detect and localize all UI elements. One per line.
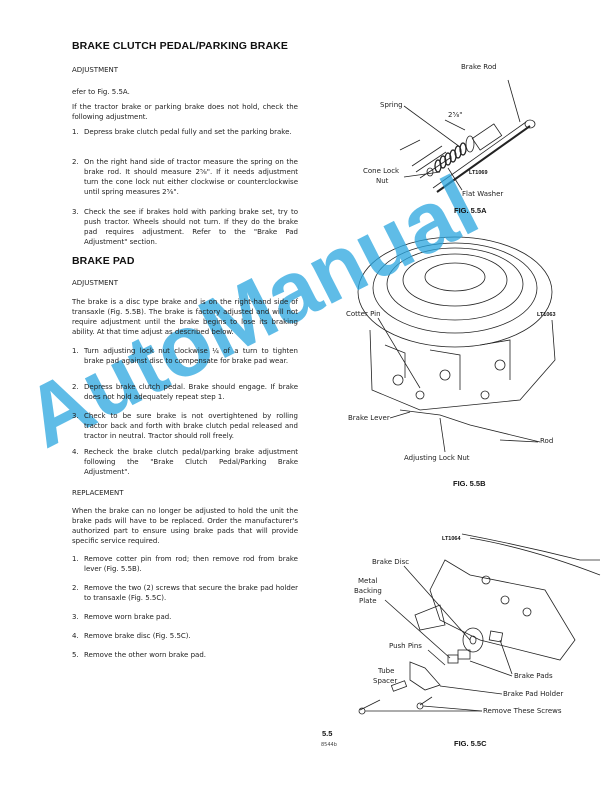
list-item: 5.Remove the other worn brake pad.	[72, 651, 206, 659]
section-subtitle: REPLACEMENT	[72, 489, 124, 497]
label-cotter-pin: Cotter Pin	[346, 310, 381, 318]
label-spacer: Spacer	[373, 677, 398, 685]
list-item: 4.Remove brake disc (Fig. 5.5C).	[72, 632, 191, 640]
label-brake-pads: Brake Pads	[514, 672, 553, 680]
section-title: BRAKE CLUTCH PEDAL/PARKING BRAKE	[72, 40, 288, 52]
list-item-text: Remove brake disc (Fig. 5.5C).	[84, 632, 191, 640]
list-item-text: Depress brake clutch pedal. Brake should…	[84, 383, 298, 401]
list-item-text: Recheck the brake clutch pedal/parking b…	[84, 448, 298, 476]
list-item-text: Remove cotter pin from rod; then remove …	[84, 555, 298, 573]
label-adjusting-lock-nut: Adjusting Lock Nut	[404, 454, 470, 462]
figure-code: LT1064	[442, 536, 461, 542]
doc-code: 8544b	[321, 742, 337, 748]
list-item: 3.Check the see if brakes hold with park…	[72, 208, 298, 246]
list-item: 1.Remove cotter pin from rod; then remov…	[72, 555, 298, 573]
list-item-text: Depress brake clutch pedal fully and set…	[84, 128, 292, 136]
figure-caption: FIG. 5.5C	[454, 739, 487, 748]
label-rod: Rod	[540, 437, 554, 445]
list-item-text: Check the see if brakes hold with parkin…	[84, 208, 298, 246]
list-item: 2.On the right hand side of tractor meas…	[72, 158, 298, 196]
paragraph: When the brake can no longer be adjusted…	[72, 507, 298, 545]
label-tube: Tube	[378, 667, 395, 675]
figure-caption: FIG. 5.5B	[453, 479, 486, 488]
page-number: 5.5	[322, 729, 333, 738]
label-nut: Nut	[376, 177, 389, 185]
list-item: 2.Depress brake clutch pedal. Brake shou…	[72, 383, 298, 401]
list-item: 4.Recheck the brake clutch pedal/parking…	[72, 448, 298, 476]
list-item: 2.Remove the two (2) screws that secure …	[72, 584, 298, 602]
paragraph: If the tractor brake or parking brake do…	[72, 103, 298, 121]
label-brake-lever: Brake Lever	[348, 414, 390, 422]
figure-caption: FIG. 5.5A	[454, 206, 487, 215]
label-brake-rod: Brake Rod	[461, 63, 497, 71]
paragraph: efer to Fig. 5.5A.	[72, 88, 130, 96]
list-item-text: Remove the two (2) screws that secure th…	[84, 584, 298, 602]
list-item-text: Turn adjusting lock nut clockwise ¼ of a…	[84, 347, 298, 365]
label-brake-disc: Brake Disc	[372, 558, 410, 566]
label-cone-lock: Cone Lock	[363, 167, 400, 175]
label-measurement: 2⅝"	[448, 111, 463, 119]
section-subtitle: ADJUSTMENT	[72, 66, 119, 74]
label-push-pins: Push Pins	[389, 642, 422, 650]
fig-5-5b-drawing	[357, 236, 556, 453]
section-subtitle: ADJUSTMENT	[72, 279, 119, 287]
label-flat-washer: Flat Washer	[462, 190, 504, 198]
list-item-text: On the right hand side of tractor measur…	[84, 158, 298, 196]
label-brake-pad-holder: Brake Pad Holder	[503, 690, 564, 698]
label-remove-screws: Remove These Screws	[483, 707, 562, 715]
list-item-text: Remove the other worn brake pad.	[84, 651, 206, 659]
list-item: 1.Turn adjusting lock nut clockwise ¼ of…	[72, 347, 298, 365]
label-spring: Spring	[380, 101, 403, 109]
label-metal: Metal	[358, 577, 378, 585]
paragraph: The brake is a disc type brake and is on…	[72, 298, 298, 336]
list-item: 1.Depress brake clutch pedal fully and s…	[72, 128, 292, 136]
label-plate: Plate	[359, 597, 377, 605]
figure-code: LT1069	[469, 170, 488, 176]
figure-code: LT1063	[537, 312, 556, 318]
list-item: 3.Remove worn brake pad.	[72, 613, 172, 621]
fig-5-5a-drawing	[399, 79, 536, 193]
list-item-text: Remove worn brake pad.	[84, 613, 172, 621]
list-item: 3.Check to be sure brake is not overtigh…	[72, 412, 298, 440]
label-backing: Backing	[354, 587, 382, 595]
list-item-text: Check to be sure brake is not overtighte…	[84, 412, 298, 440]
fig-5-5c-drawing	[358, 533, 601, 715]
section-title: BRAKE PAD	[72, 255, 135, 267]
